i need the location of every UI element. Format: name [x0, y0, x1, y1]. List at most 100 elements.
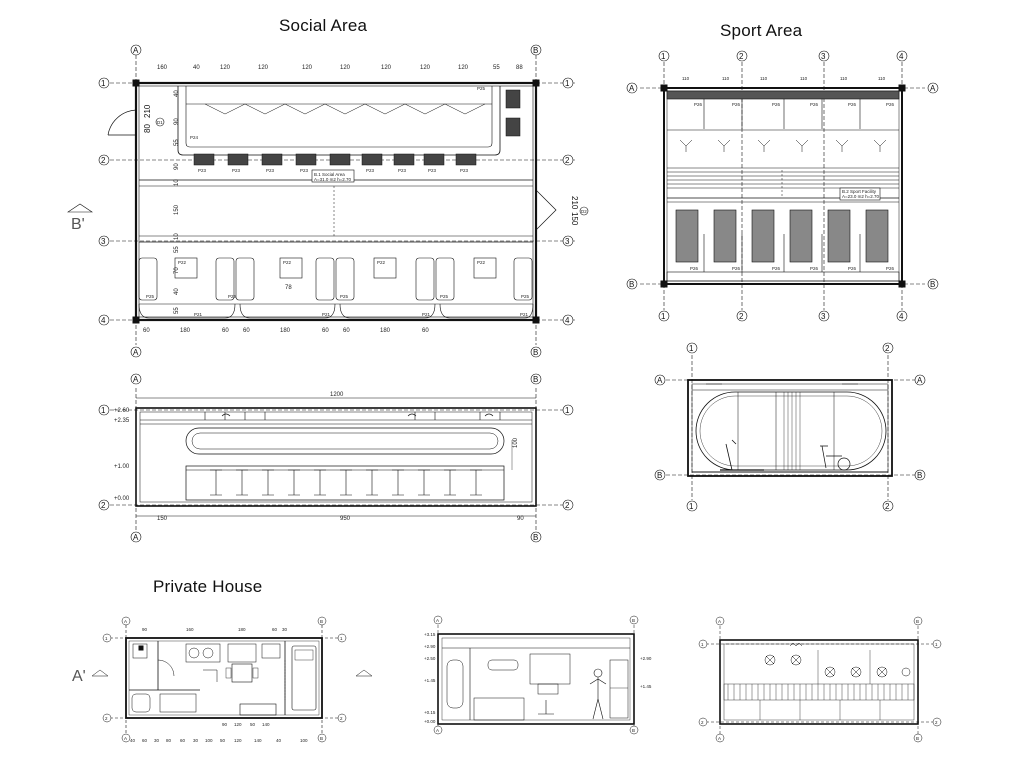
drawing-label: P25 [146, 294, 155, 299]
drawing-label: 1 [661, 52, 666, 61]
drawing-label: 50 [220, 738, 226, 743]
drawing-label: A [124, 736, 127, 741]
drawing-label: 50 [250, 722, 256, 727]
drawing-label: P25 [228, 294, 237, 299]
drawing-label: 3 [565, 237, 570, 246]
drawing-label: 110 [760, 76, 768, 81]
drawing-label: 1 [565, 406, 570, 415]
private-section-frame [437, 633, 635, 725]
drawing-label: A [657, 376, 663, 385]
drawing-label: 1 [935, 642, 938, 647]
sofa [239, 703, 277, 716]
title-private-house: Private House [153, 577, 263, 596]
drawing-label: P26 [694, 102, 703, 107]
drawing-label: 210 [570, 196, 579, 210]
drawing-label: P23 [232, 168, 241, 173]
drawing-label: A [436, 618, 439, 623]
drawing-label: 90 [174, 118, 180, 125]
drawing-label: 4 [101, 316, 106, 325]
drawing-label: P26 [772, 102, 781, 107]
private-plan [91, 616, 373, 743]
private-roof-view [698, 616, 942, 743]
drawing-label: 4 [899, 312, 904, 321]
drawing-label: 3 [821, 52, 826, 61]
drawing-label: 1 [565, 79, 570, 88]
drawing-label: P21 [422, 312, 431, 317]
drawing-label: A=23.0 m2 h=2.70 [842, 194, 880, 199]
drawing-label: 4 [565, 316, 570, 325]
drawing-label: P26 [810, 102, 819, 107]
sport-outer-wall [663, 87, 903, 285]
treadmill-icon [725, 439, 737, 471]
drawing-label: 2 [885, 344, 890, 353]
drawing-label: P23 [460, 168, 469, 173]
drawing-label: P22 [377, 260, 386, 265]
drawing-label: A=31.0 m2 h=2.70 [314, 177, 352, 182]
drawing-label: P23 [198, 168, 207, 173]
drawing-label: 30 [193, 738, 199, 743]
drawing-label: +2.60 [114, 408, 130, 414]
drawing-label: P22 [477, 260, 486, 265]
drawing-label: B [916, 619, 919, 624]
drawing-label: 88 [516, 65, 523, 71]
drawing-label: P23 [300, 168, 309, 173]
drawing-label: 30 [282, 627, 288, 632]
section-marker-b: B' [71, 216, 85, 233]
roof-frame [719, 639, 919, 725]
roof-hatch [727, 684, 909, 700]
grid-b-bottom: B [533, 348, 538, 357]
dining-table [231, 663, 253, 683]
drawing-label: 120 [302, 65, 313, 71]
drawing-label: 150 [570, 212, 579, 226]
drawing-label: 70 [174, 267, 180, 274]
sport-top-lockers [666, 90, 900, 131]
drawing-label: 30 [154, 738, 160, 743]
social-plan-labels: A B A B 1 1 2 2 3 3 4 4 160 40 120 120 1… [67, 46, 589, 357]
drawing-label: P21 [322, 312, 331, 317]
drawing-label: 110 [840, 76, 848, 81]
drawing-label: B [320, 619, 323, 624]
drawing-label: 3 [101, 237, 106, 246]
social-section [98, 373, 574, 543]
drawing-label: P25 [340, 294, 349, 299]
drawing-label: 60 [343, 328, 350, 334]
drawing-label: +1.45 [424, 678, 436, 683]
drawing-label: P25 [440, 294, 449, 299]
drawing-label: B [320, 736, 323, 741]
grid-b-top: B [533, 46, 538, 55]
drawing-label: 2 [739, 312, 744, 321]
drawing-label: 2 [701, 720, 704, 725]
drawing-label: A [436, 728, 439, 733]
drawing-label: A [133, 533, 139, 542]
drawing-label: +2.50 [424, 656, 436, 661]
drawing-label: D1 [157, 120, 163, 125]
social-outer-wall [134, 81, 538, 322]
drawing-label: +0.00 [114, 496, 130, 502]
social-section-labels: A B A B 1 1 2 2 1200 +2.60 +2.35 +1.00 +… [101, 375, 570, 542]
shower-icon [446, 659, 464, 709]
drawing-label: 60 [222, 328, 229, 334]
drawing-label: 10 [174, 233, 180, 240]
toilet-icon [131, 693, 151, 713]
drawing-label: 40 [130, 738, 136, 743]
drawing-label: 60 [322, 328, 329, 334]
social-stool-row [193, 89, 521, 166]
drawing-label: P23 [398, 168, 407, 173]
drawing-label: P23 [366, 168, 375, 173]
drawing-label: 1 [701, 642, 704, 647]
drawing-label: +0.15 [424, 710, 436, 715]
drawing-label: 78 [285, 285, 292, 291]
sport-room-label: B.2 Sport Facility [842, 189, 877, 194]
drawing-label: P26 [886, 102, 895, 107]
private-section-labels: A B A B +3.15 +2.90 +2.50 +1.45 +0.15 +0… [424, 618, 652, 733]
drawing-label: 60 [142, 738, 148, 743]
drawing-label: 40 [174, 90, 180, 97]
drawing-label: 80 [166, 738, 172, 743]
drawing-label: 1 [661, 312, 666, 321]
desk-chair-icon [538, 700, 554, 715]
drawing-label: 90 [174, 163, 180, 170]
drawing-label: B [632, 618, 635, 623]
sport-plan-labels: 1 2 3 4 1 2 3 4 A A B B 110 110 110 110 … [629, 52, 936, 321]
drawing-label: A [133, 375, 139, 384]
drawing-label: +1.00 [114, 464, 130, 470]
